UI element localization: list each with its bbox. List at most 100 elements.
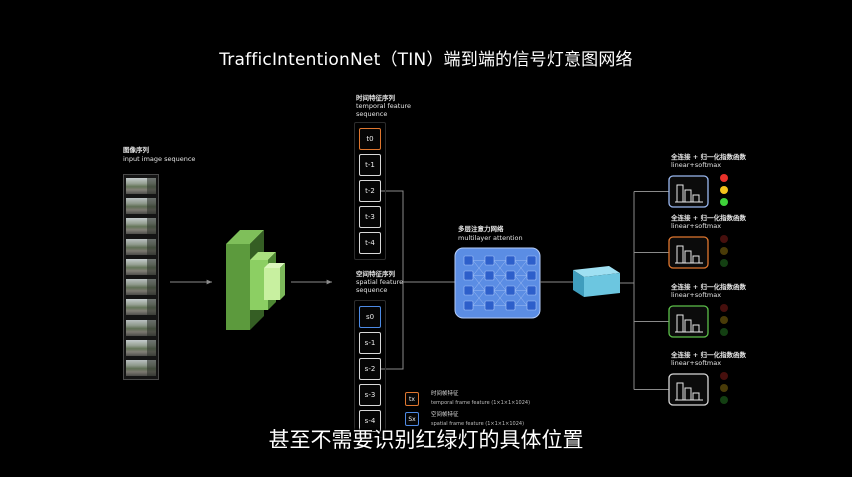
head-3-label-zh: 全连接 + 归一化指数函数	[671, 283, 746, 291]
traffic-light-red	[720, 174, 728, 182]
attention-link	[514, 260, 528, 276]
spatial-feature-s0: s0	[359, 306, 381, 328]
head-2-label-zh: 全连接 + 归一化指数函数	[671, 214, 746, 222]
attention-node	[463, 255, 474, 266]
spatial-label-zh: 空间特征序列	[356, 270, 395, 278]
feature-vector-top	[573, 266, 620, 277]
attention-node	[484, 255, 495, 266]
head-1-label-en: linear+softmax	[671, 161, 722, 169]
attention-node	[526, 300, 537, 311]
attention-node	[526, 255, 537, 266]
output-head-box	[668, 175, 709, 208]
attention-grid	[463, 255, 537, 311]
temporal-feature-t-1: t-1	[359, 154, 381, 176]
attention-node	[484, 285, 495, 296]
connector-spatial	[381, 282, 404, 370]
attention-node	[526, 270, 537, 281]
attention-link	[493, 275, 507, 291]
attention-link	[472, 275, 486, 291]
bar-chart-bar	[692, 392, 700, 401]
attention-node	[463, 285, 474, 296]
feature-vector-front	[584, 273, 620, 297]
spatial-feature-s-1: s-1	[359, 332, 381, 354]
image-frame	[126, 359, 156, 376]
legend-temporal-label-en: temporal frame feature (1×1×1×1024)	[431, 400, 531, 406]
image-frame	[126, 238, 156, 255]
spatial-feature-s-4: s-4	[359, 410, 381, 432]
output-head-3	[634, 304, 728, 338]
attention-node	[505, 300, 516, 311]
image-frame	[126, 258, 156, 275]
slide-title: TrafficIntentionNet（TIN）端到端的信号灯意图网络	[219, 50, 633, 70]
attention-node	[463, 270, 474, 281]
head-4-label-zh: 全连接 + 归一化指数函数	[671, 351, 746, 359]
bar-chart-bar	[684, 319, 692, 333]
traffic-light-red	[720, 372, 728, 380]
output-head-1	[634, 174, 728, 208]
attention-node	[463, 300, 474, 311]
legend-spatial-symbol: Sx	[405, 412, 419, 426]
temporal-feature-t-3: t-3	[359, 206, 381, 228]
head-1-label-zh: 全连接 + 归一化指数函数	[671, 153, 746, 161]
temporal-feature-t-4: t-4	[359, 232, 381, 254]
attention-link	[493, 260, 507, 276]
bar-chart-bar	[692, 324, 700, 333]
bar-chart-icon	[675, 382, 703, 401]
traffic-light-yellow	[720, 384, 728, 392]
output-head-2	[634, 235, 728, 269]
attention-label-zh: 多层注意力网络	[458, 225, 504, 233]
traffic-light-green	[720, 328, 728, 336]
spatial-label-en-line1: spatial feature	[356, 278, 404, 286]
attention-node	[484, 270, 495, 281]
bar-chart-icon	[675, 184, 703, 203]
cnn-layer-3-front	[264, 268, 280, 300]
traffic-light-yellow	[720, 186, 728, 194]
spatial-feature-s-3: s-3	[359, 384, 381, 406]
input-sequence-label-en: input image sequence	[123, 155, 196, 163]
bar-chart-bar	[692, 194, 700, 203]
cnn-layer-2-front	[250, 260, 268, 310]
traffic-light-green	[720, 396, 728, 404]
feature-vector	[573, 266, 620, 297]
temporal-label-zh: 时间特征序列	[356, 94, 395, 102]
temporal-label-en-line2: sequence	[356, 110, 388, 118]
connector-temporal	[381, 190, 404, 282]
attention-network	[454, 247, 541, 319]
bar-chart-bar	[692, 255, 700, 264]
traffic-light-red	[720, 235, 728, 243]
bar-chart-icon	[675, 245, 703, 264]
bar-chart-bar	[676, 184, 684, 203]
attention-label-en: multilayer attention	[458, 234, 523, 242]
legend-spatial-label-en: spatial frame feature (1×1×1×1024)	[431, 421, 525, 427]
temporal-sequence-column	[354, 122, 386, 260]
bar-chart-icon	[675, 314, 703, 333]
attention-node	[505, 270, 516, 281]
temporal-feature-t0: t0	[359, 128, 381, 150]
feature-vector-side	[573, 270, 584, 297]
cnn-layer-1-front	[226, 244, 250, 330]
legend-spatial-label-zh: 空间帧特征	[431, 412, 459, 418]
cnn-layer-2-top	[250, 252, 276, 260]
spatial-sequence-column	[354, 300, 386, 438]
image-frame	[126, 299, 156, 316]
temporal-feature-t-2: t-2	[359, 180, 381, 202]
cnn-backbone	[226, 230, 285, 330]
traffic-light-yellow	[720, 316, 728, 324]
attention-link	[472, 290, 486, 306]
image-frame	[126, 279, 156, 296]
traffic-light-green	[720, 198, 728, 206]
attention-link	[493, 290, 507, 306]
attention-node	[505, 285, 516, 296]
video-subtitle: 甚至不需要识别红绿灯的具体位置	[268, 428, 584, 452]
image-frame	[126, 319, 156, 336]
legend-temporal-label-zh: 时间帧特征	[431, 391, 459, 397]
bar-chart-bar	[684, 189, 692, 203]
output-head-box	[668, 373, 709, 406]
image-frame	[126, 178, 156, 194]
attention-node	[526, 285, 537, 296]
output-heads	[634, 174, 728, 406]
cnn-layer-3-top	[264, 263, 285, 268]
cnn-layer-3-side	[280, 263, 285, 300]
image-frame	[126, 198, 156, 215]
